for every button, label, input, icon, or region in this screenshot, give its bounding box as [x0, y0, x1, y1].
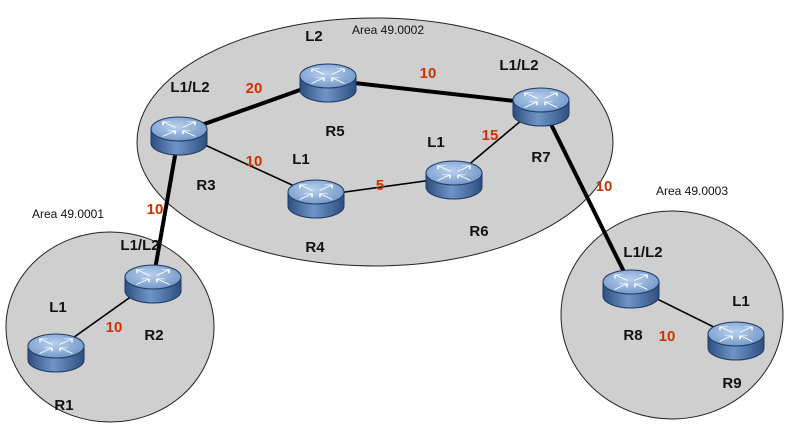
labels-layer: 10102010105151010L1R1L1/L2R2L1/L2R3L1R4L… [49, 28, 750, 414]
router-r4[interactable] [287, 179, 345, 219]
area-49-0002 [136, 17, 614, 267]
area-49-0002-label: Area 49.0002 [352, 23, 424, 37]
router-r6-level: L1 [427, 134, 445, 151]
router-r7-level: L1/L2 [499, 57, 538, 74]
router-icon [602, 269, 660, 309]
router-r3-level: L1/L2 [170, 79, 209, 96]
router-r1-level: L1 [49, 299, 67, 316]
router-r4-level: L1 [292, 151, 310, 168]
router-r5-name: R5 [325, 123, 344, 140]
router-r8-name: R8 [623, 327, 642, 344]
metric-r8-r9: 10 [659, 328, 676, 345]
router-r6[interactable] [425, 160, 483, 200]
router-r7-name: R7 [531, 149, 550, 166]
metric-r4-r6: 5 [376, 177, 384, 194]
area-49-0003-label: Area 49.0003 [656, 184, 728, 198]
router-icon [707, 321, 765, 361]
router-icon [425, 160, 483, 200]
router-r5-level: L2 [305, 28, 323, 45]
router-icon [299, 63, 357, 103]
metric-r6-r7: 15 [482, 127, 499, 144]
router-r8[interactable] [602, 269, 660, 309]
router-icon [287, 179, 345, 219]
router-r8-level: L1/L2 [623, 244, 662, 261]
router-r3[interactable] [150, 116, 208, 156]
metric-r3-r4: 10 [246, 153, 263, 170]
router-r2-level: L1/L2 [120, 237, 159, 254]
router-r3-name: R3 [196, 177, 215, 194]
router-r9-level: L1 [732, 293, 750, 310]
router-r1-name: R1 [54, 397, 73, 414]
area-49-0001-label: Area 49.0001 [32, 207, 104, 221]
router-icon [27, 333, 85, 373]
router-r1[interactable] [27, 333, 85, 373]
router-r9[interactable] [707, 321, 765, 361]
router-icon [124, 264, 182, 304]
router-r2-name: R2 [144, 327, 163, 344]
link-r5-r7 [326, 78, 543, 106]
metric-r3-r5: 20 [246, 80, 263, 97]
router-r5[interactable] [299, 63, 357, 103]
link-r2-r3 [151, 131, 181, 283]
area-49-0003 [560, 210, 784, 420]
metric-r5-r7: 10 [420, 65, 437, 82]
router-r7[interactable] [512, 87, 570, 127]
router-r9-name: R9 [722, 375, 741, 392]
metric-r2-r3: 10 [147, 201, 164, 218]
link-r7-r8 [539, 102, 633, 288]
router-r2[interactable] [124, 264, 182, 304]
router-r4-name: R4 [305, 239, 325, 256]
router-icon [512, 87, 570, 127]
router-r6-name: R6 [469, 223, 488, 240]
metric-r7-r8: 10 [596, 178, 613, 195]
metric-r1-r2: 10 [106, 319, 123, 336]
router-icon [150, 116, 208, 156]
